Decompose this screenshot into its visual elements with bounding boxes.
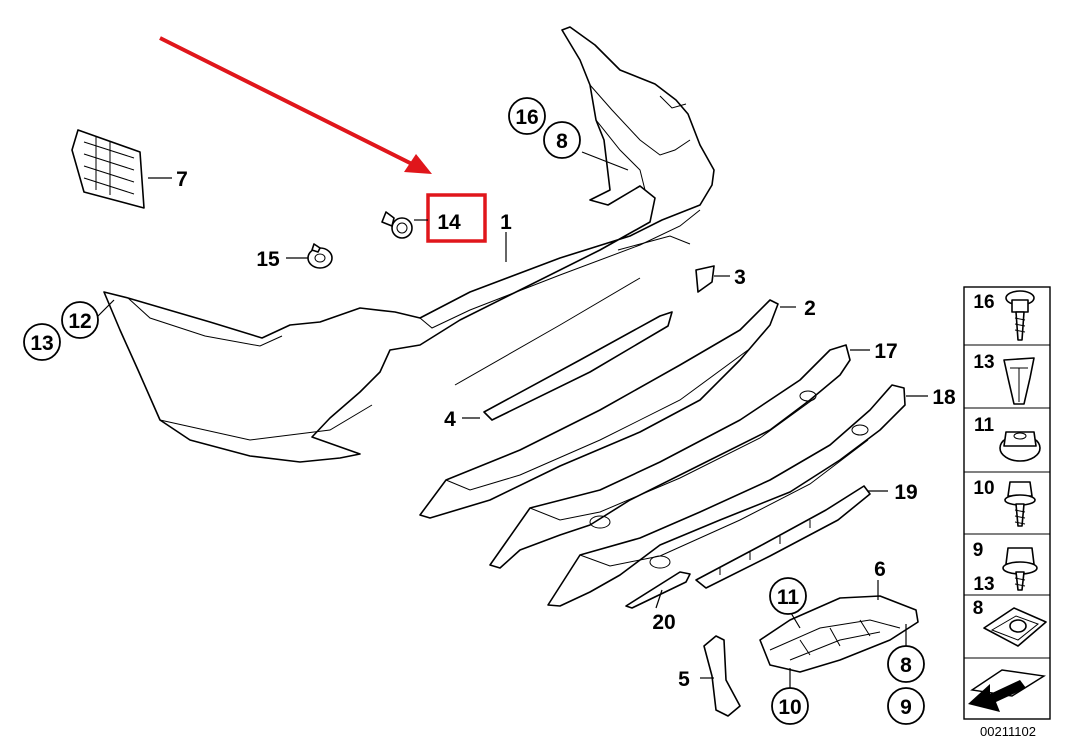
callout-16-circle: 16 bbox=[508, 97, 546, 135]
callout-8-circle-top: 8 bbox=[543, 121, 581, 159]
bracket-3-part bbox=[695, 265, 715, 293]
legend-label-11: 11 bbox=[974, 415, 995, 436]
svg-text:12: 12 bbox=[68, 310, 91, 333]
bracket-5-part bbox=[703, 635, 741, 717]
callout-15: 15 bbox=[256, 248, 280, 271]
fastener-legend: 16 13 11 10 9 13 bbox=[963, 286, 1051, 720]
trim-20-part bbox=[625, 571, 691, 609]
diagram-code: 00211102 bbox=[980, 724, 1036, 739]
callout-11-circle: 11 bbox=[769, 577, 807, 615]
clip-14-part bbox=[381, 211, 413, 239]
hex-nut-icon bbox=[999, 431, 1041, 462]
collar-nut-icon bbox=[1002, 547, 1038, 591]
callout-3: 3 bbox=[734, 266, 746, 289]
svg-text:16: 16 bbox=[515, 106, 538, 129]
callout-5: 5 bbox=[678, 668, 690, 691]
svg-text:10: 10 bbox=[778, 696, 801, 719]
svg-text:8: 8 bbox=[900, 654, 912, 677]
callout-14: 14 bbox=[437, 211, 461, 234]
callout-2: 2 bbox=[804, 297, 816, 320]
svg-text:13: 13 bbox=[30, 332, 53, 355]
arrow-sheet-icon bbox=[968, 669, 1046, 712]
diffuser-2-part bbox=[419, 299, 779, 519]
legend-label-13: 13 bbox=[973, 352, 994, 373]
legend-label-16: 16 bbox=[973, 292, 994, 313]
callout-10-circle: 10 bbox=[771, 687, 809, 725]
callout-19: 19 bbox=[894, 481, 917, 504]
holder-15-part bbox=[307, 243, 333, 269]
callout-4: 4 bbox=[444, 408, 456, 431]
legend-label-13b: 13 bbox=[973, 574, 994, 595]
callout-1: 1 bbox=[500, 211, 512, 234]
hex-bolt-icon bbox=[1004, 481, 1036, 527]
clip-nut-icon bbox=[983, 607, 1047, 647]
svg-text:11: 11 bbox=[777, 586, 800, 609]
legend-label-9: 9 bbox=[973, 540, 984, 561]
bumper-panel-part bbox=[103, 26, 715, 463]
highlight-arrow bbox=[159, 36, 432, 174]
callout-13-circle: 13 bbox=[23, 323, 61, 361]
leader-lines bbox=[95, 151, 928, 690]
callout-12-circle: 12 bbox=[61, 301, 99, 339]
callout-9-circle: 9 bbox=[887, 687, 925, 725]
callout-8-circle-bottom: 8 bbox=[887, 645, 925, 683]
legend-label-8: 8 bbox=[973, 598, 984, 619]
screw-with-washer-icon bbox=[1005, 290, 1035, 341]
svg-text:9: 9 bbox=[900, 696, 912, 719]
expanding-nut-icon bbox=[1003, 357, 1035, 405]
callout-7: 7 bbox=[176, 168, 188, 191]
callout-18: 18 bbox=[932, 386, 956, 409]
trim-strip-4-part bbox=[483, 311, 673, 421]
callout-20: 20 bbox=[652, 611, 675, 634]
grille-part bbox=[71, 129, 145, 209]
insert-19-part bbox=[695, 485, 871, 589]
highlight-box bbox=[426, 193, 487, 243]
diffuser-18-part bbox=[547, 384, 906, 607]
legend-label-10: 10 bbox=[973, 478, 994, 499]
callout-6: 6 bbox=[874, 558, 886, 581]
diffuser-17-part bbox=[489, 344, 851, 569]
callout-17: 17 bbox=[874, 340, 897, 363]
svg-text:8: 8 bbox=[556, 130, 568, 153]
